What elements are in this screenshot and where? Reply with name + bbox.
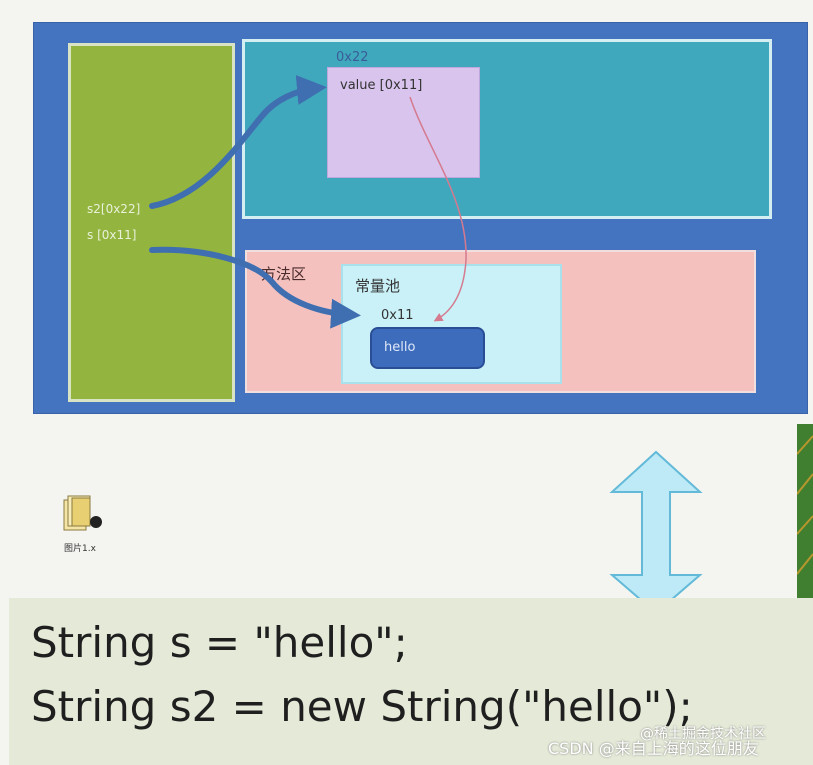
string-object-box: [327, 67, 480, 178]
double-arrow: [609, 450, 703, 615]
watermark-line-2: CSDN @来自上海的这位朋友: [548, 739, 759, 758]
constant-address: 0x11: [381, 308, 414, 323]
object-value-field: value [0x11]: [340, 78, 423, 93]
hello-literal-box: [370, 327, 485, 369]
arrow-value-to-pool: [409, 96, 467, 322]
code-line-2: String s2 = new String("hello");: [31, 682, 693, 731]
arrow-s2-to-object: [149, 74, 327, 209]
stack-area: [68, 43, 235, 402]
arrow-s-to-pool: [149, 246, 361, 329]
watermark-line-1: @稀土掘金技术社区: [640, 726, 766, 742]
constant-pool-label: 常量池: [355, 277, 401, 295]
object-address: 0x22: [336, 50, 369, 65]
hello-literal: hello: [384, 340, 416, 355]
code-panel: [9, 598, 813, 765]
code-line-1: String s = "hello";: [31, 618, 408, 667]
file-icon[interactable]: [62, 494, 106, 532]
stack-ref-s2: s2[0x22]: [87, 202, 141, 216]
file-label: 图片1.x: [64, 544, 96, 554]
stack-ref-s: s [0x11]: [87, 228, 137, 242]
green-edge-decoration: [797, 424, 813, 598]
